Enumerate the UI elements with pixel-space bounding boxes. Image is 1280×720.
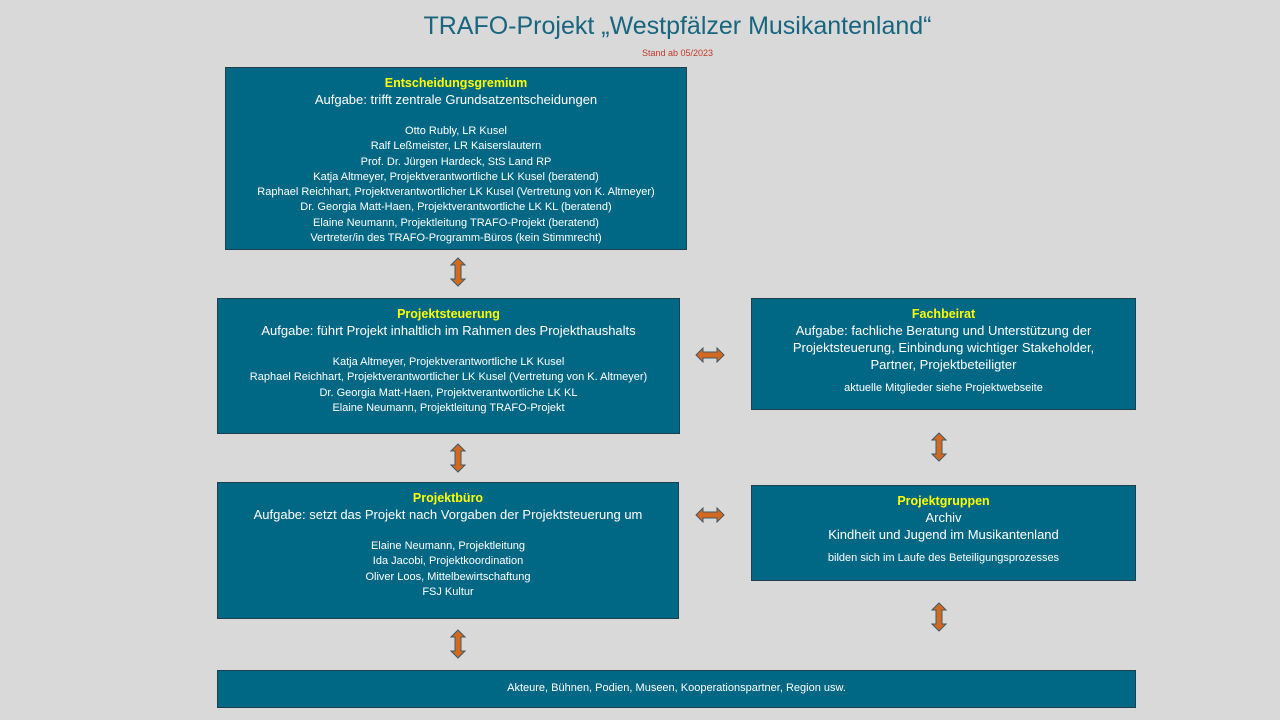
task: Aufgabe: fachliche Beratung und Unterstü… [792, 323, 1095, 372]
arrow-horizontal-icon [695, 507, 725, 523]
box-entscheidungsgremium: Entscheidungsgremium Aufgabe: trifft zen… [225, 67, 687, 250]
akteure-text: Akteure, Bühnen, Podien, Museen, Koopera… [507, 682, 846, 694]
box-projektgruppen: Projektgruppen Archiv Kindheit und Jugen… [751, 485, 1136, 581]
member: Dr. Georgia Matt-Haen, Projektverantwort… [319, 386, 578, 399]
member: Raphael Reichhart, Projektverantwortlich… [257, 186, 655, 199]
member: Katja Altmeyer, Projektverantwortliche L… [313, 170, 599, 183]
task: Aufgabe: führt Projekt inhaltlich im Rah… [261, 323, 636, 338]
arrow-vertical-icon [450, 629, 466, 659]
arrow-vertical-icon [450, 443, 466, 473]
member: Dr. Georgia Matt-Haen, Projektverantwort… [300, 201, 612, 214]
member: Oliver Loos, Mittelbewirtschaftung [365, 570, 531, 583]
member: Elaine Neumann, Projektleitung TRAFO-Pro… [313, 216, 599, 229]
note: bilden sich im Laufe des Beteiligungspro… [827, 552, 1060, 564]
group: Kindheit und Jugend im Musikantenland [828, 527, 1059, 542]
box-akteure: Akteure, Bühnen, Podien, Museen, Koopera… [217, 670, 1136, 708]
arrow-vertical-icon [450, 257, 466, 287]
group: Archiv [925, 510, 962, 525]
heading: Fachbeirat [911, 307, 976, 321]
box-projektbuero: Projektbüro Aufgabe: setzt das Projekt n… [217, 482, 679, 619]
heading: Projektgruppen [897, 494, 990, 508]
heading: Projektbüro [412, 491, 484, 505]
box-projektsteuerung: Projektsteuerung Aufgabe: führt Projekt … [217, 298, 680, 434]
member: Prof. Dr. Jürgen Hardeck, StS Land RP [360, 155, 552, 168]
member: Raphael Reichhart, Projektverantwortlich… [249, 371, 648, 384]
member: Katja Altmeyer, Projektverantwortliche L… [332, 356, 565, 368]
heading: Entscheidungsgremium [384, 76, 528, 90]
member: Elaine Neumann, Projektleitung [370, 540, 526, 552]
member: FSJ Kultur [422, 585, 474, 598]
member: Vertreter/in des TRAFO-Programm-Büros (k… [310, 232, 602, 245]
subtitle: Stand ab 05/2023 [641, 48, 714, 58]
arrow-vertical-icon [931, 432, 947, 462]
task: Aufgabe: setzt das Projekt nach Vorgaben… [253, 507, 643, 522]
arrow-horizontal-icon [695, 347, 725, 363]
member: Elaine Neumann, Projektleitung TRAFO-Pro… [332, 401, 565, 414]
member: Ida Jacobi, Projektkoordination [372, 555, 524, 568]
task: Aufgabe: trifft zentrale Grundsatzentsch… [314, 92, 598, 107]
member: Otto Rubly, LR Kusel [405, 125, 507, 137]
box-fachbeirat: Fachbeirat Aufgabe: fachliche Beratung u… [751, 298, 1136, 410]
page-title: TRAFO-Projekt „Westpfälzer Musikantenlan… [423, 12, 932, 40]
note: aktuelle Mitglieder siehe Projektwebseit… [844, 382, 1043, 394]
member: Ralf Leßmeister, LR Kaiserslautern [370, 140, 542, 153]
arrow-vertical-icon [931, 602, 947, 632]
heading: Projektsteuerung [397, 307, 500, 321]
